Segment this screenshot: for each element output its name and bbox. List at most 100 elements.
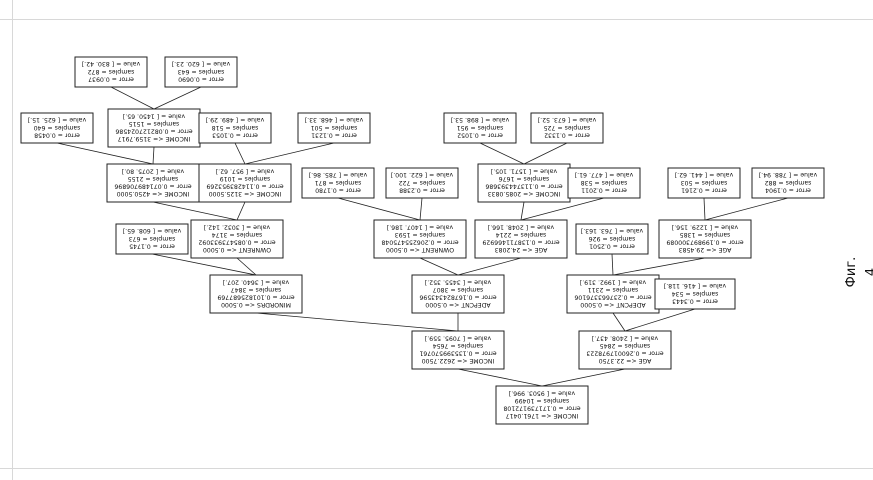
figure-caption: Фиг. 4	[844, 256, 873, 288]
node-text-line: value = [ 441. 62.]	[675, 171, 733, 178]
edge-n_lr-n_lrr	[457, 257, 522, 276]
node-text-line: error = 0.082127024586	[115, 128, 192, 135]
edge-n_lrr-n_lrrl	[520, 201, 525, 221]
node-text-line: error = 0.0458	[34, 131, 80, 138]
node-box	[20, 112, 94, 144]
node-text-line: INCOME <= 2622.7500	[422, 357, 495, 364]
node-text-line: error = 0.1904	[765, 186, 811, 193]
edge-n_lllll-n_llllll	[110, 86, 155, 110]
node-text-line: MINORDRS <= 0.5000	[221, 301, 291, 308]
edge-n_rlr-n_rlrr	[704, 197, 789, 221]
node-text-line: value = [ 416. 118.]	[664, 282, 726, 289]
node-text-line: error = 0.237663376106	[574, 294, 651, 301]
edge-n_ll-n_llr	[151, 253, 257, 276]
edge-n_llll-n_llllr	[56, 142, 154, 165]
node-text-line: error = 0.1053	[212, 131, 258, 138]
node-text-line: samples = 3847	[231, 286, 282, 293]
node-text-line: value = [ 830. 42.]	[82, 60, 140, 67]
node-text-line: samples = 951	[457, 124, 504, 131]
edge-n_r-n_rr	[624, 308, 696, 332]
node-text-line: samples = 501	[311, 124, 358, 131]
node-text-line: samples = 643	[178, 68, 225, 75]
node-text-line: INCOME <= 4250.5000	[117, 190, 190, 197]
edge-n_lrr-n_lrrr	[520, 197, 605, 221]
node-text-line: AGE <= 24.2083	[495, 246, 548, 253]
node-box	[74, 56, 148, 88]
node-text-line: samples = 882	[765, 179, 812, 186]
node-text-line: samples = 725	[544, 124, 591, 131]
node-text-line: samples = 2845	[600, 342, 651, 349]
node-text-line: samples = 10499	[515, 397, 570, 404]
node-text-line: error = 0.1780	[315, 186, 361, 193]
node-text-line: samples = 872	[88, 68, 135, 75]
node-text-line: value = [ 3032. 142.]	[204, 223, 270, 230]
node-text-line: value = [ 3455. 352.]	[425, 278, 491, 285]
node-text-line: samples = 1593	[395, 231, 446, 238]
node-text-line: AGE <= 29.4583	[679, 246, 732, 253]
edge-n_lll-n_llll	[152, 201, 238, 221]
edge-n_lrl-n_lrlr	[419, 197, 423, 221]
node-text-line: error = 0.3443	[672, 297, 718, 304]
node-box	[301, 167, 375, 199]
node-box	[567, 167, 641, 199]
node-text-line: OWNRENT <= 0.5000	[203, 246, 271, 253]
edge-n_lllr-n_lllrl	[234, 142, 246, 165]
node-text-line: INCOME <= 2085.0833	[488, 190, 561, 197]
node-box	[658, 219, 752, 259]
node-text-line: samples = 2311	[588, 286, 639, 293]
node-text-line: error = 0.113744393686	[485, 183, 562, 190]
edge-n_ll-n_lll	[236, 257, 257, 276]
node-text-line: value = [ 1407. 186.]	[387, 223, 453, 230]
node-box	[667, 167, 741, 199]
edge-n_rlr-n_rlrl	[703, 197, 706, 221]
node-text-line: value = [ 489. 29.]	[206, 116, 264, 123]
node-text-line: error = 0.138711466929	[482, 239, 559, 246]
node-text-line: value = [ 1229. 156.]	[672, 223, 738, 230]
node-text-line: AGE <= 22.3750	[599, 357, 652, 364]
node-text-line: value = [ 957. 62.]	[216, 167, 274, 174]
node-text-line: samples = 1515	[129, 120, 180, 127]
node-text-line: samples = 503	[681, 179, 728, 186]
node-box	[654, 278, 736, 310]
node-text-line: error = 0.1052	[457, 131, 503, 138]
node-text-line: error = 0.0937	[88, 75, 134, 82]
node-text-line: samples = 2155	[128, 175, 179, 182]
node-box	[530, 112, 604, 144]
edge-n_lrl-n_lrll	[337, 197, 421, 221]
node-text-line: error = 0.071489706896	[114, 183, 191, 190]
node-text-line: ADEPCNT <= 0.5000	[425, 301, 490, 308]
edges-layer	[56, 86, 789, 387]
node-text-line: error = 0.0690	[178, 75, 224, 82]
node-text-line: samples = 534	[672, 290, 719, 297]
node-text-line: samples = 3807	[433, 286, 484, 293]
node-text-line: samples = 673	[129, 235, 176, 242]
node-text-line: error = 0.135399570761	[419, 350, 496, 357]
node-text-line: error = 0.1332	[544, 131, 590, 138]
node-text-line: samples = 538	[581, 179, 628, 186]
node-box	[198, 112, 272, 144]
node-text-line: error = 0.199897300089	[666, 239, 743, 246]
node-text-line: value = [ 788. 94.]	[759, 171, 817, 178]
node-text-line: value = [ 898. 53.]	[451, 116, 509, 123]
node-text-line: error = 0.114283953269	[206, 183, 283, 190]
edge-n_lll-n_lllr	[236, 201, 246, 221]
node-box	[106, 163, 200, 203]
edge-n_lrrl-n_lrrlr	[523, 142, 568, 165]
node-box	[578, 330, 672, 370]
node-text-line: samples = 1676	[499, 175, 550, 182]
